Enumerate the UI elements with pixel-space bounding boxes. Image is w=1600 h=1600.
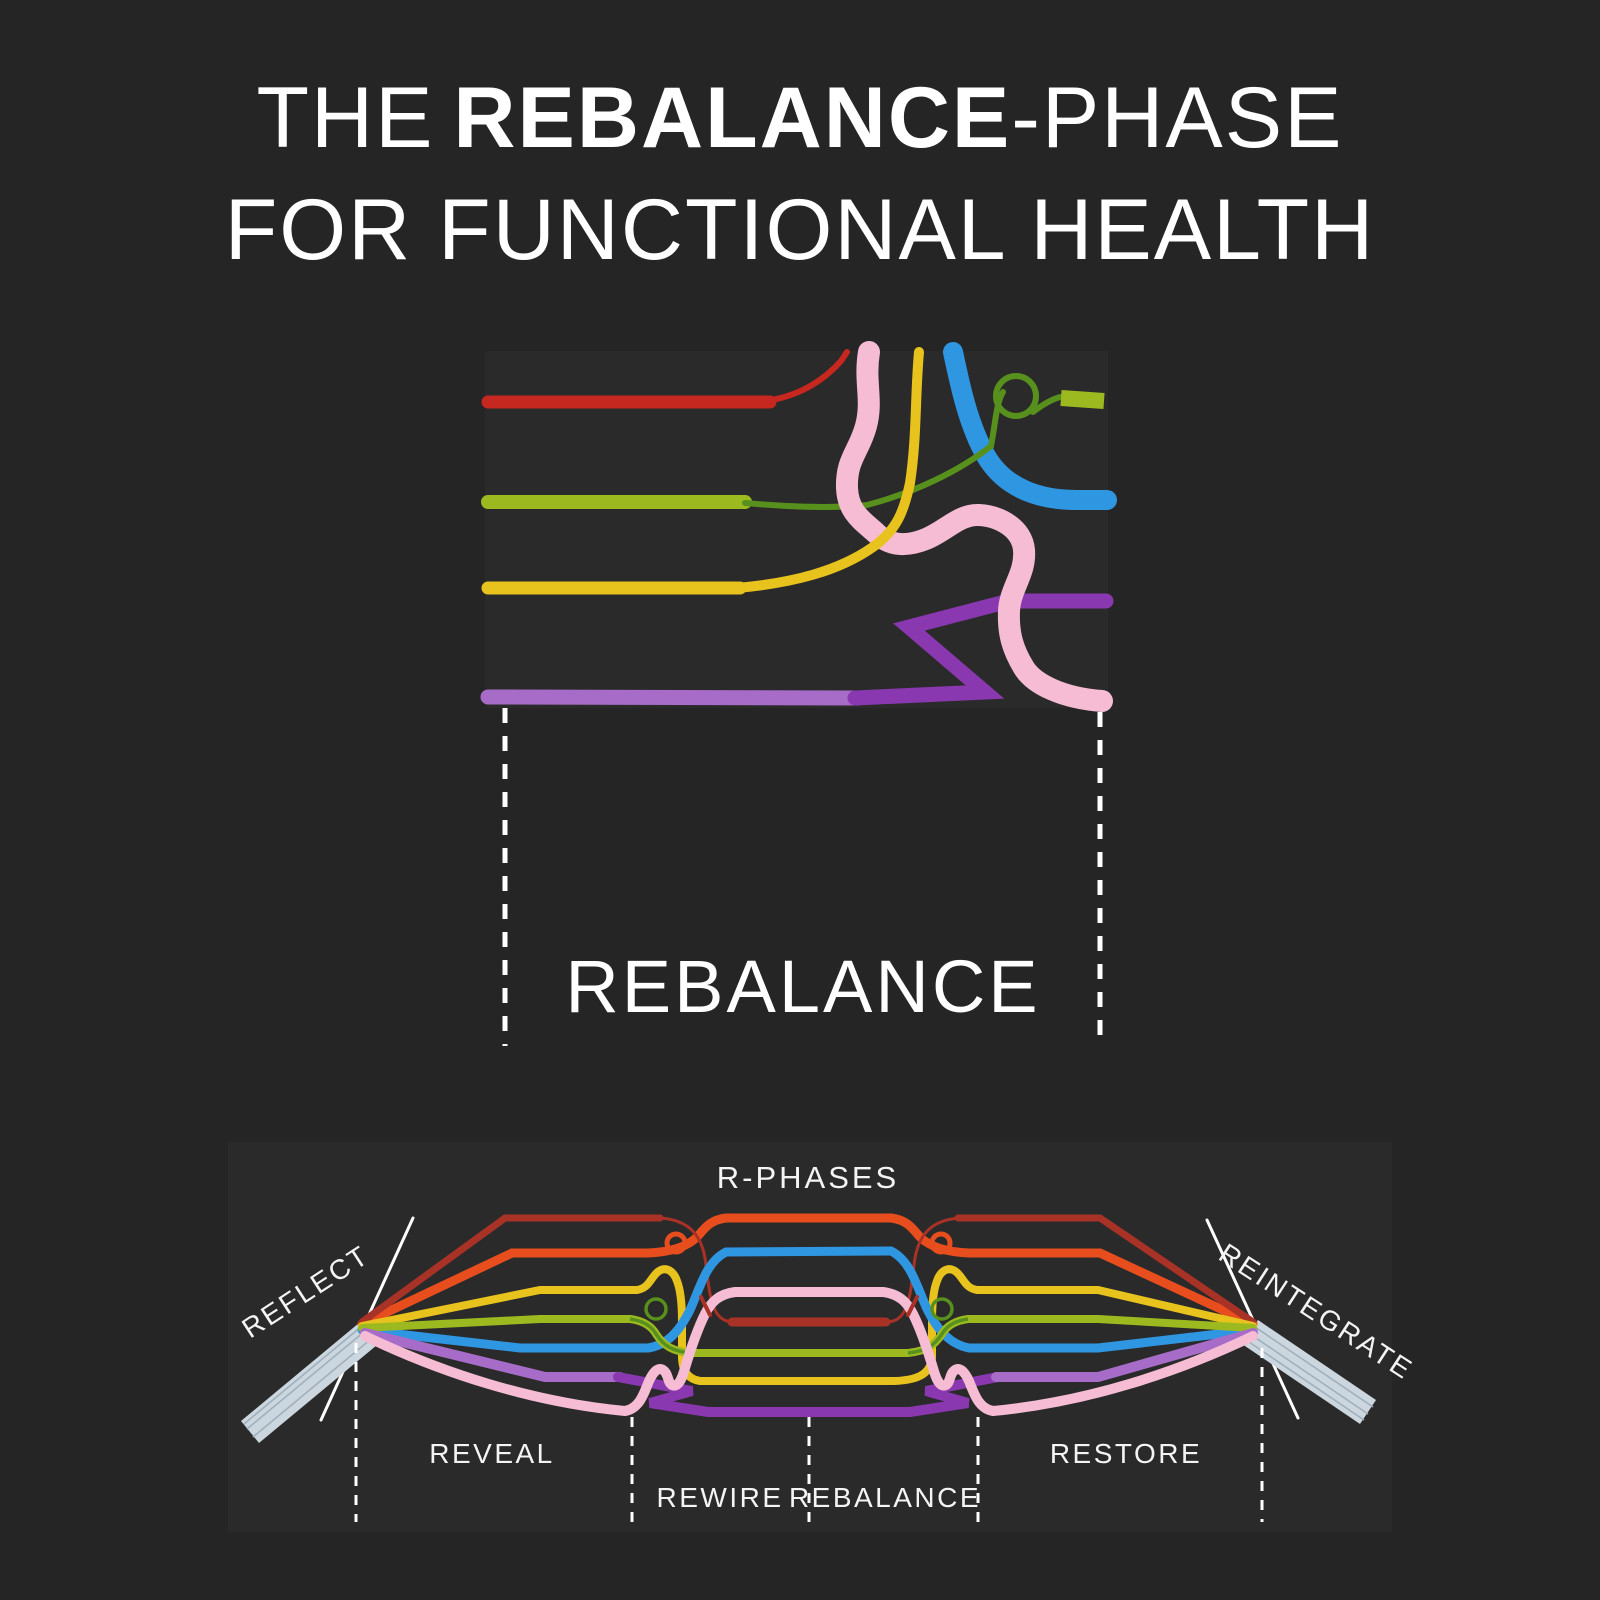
bottom-yellow-strand [358, 1265, 1257, 1385]
bottom-red-thread-left [659, 1216, 735, 1324]
title-line1-post: -PHASE [1011, 70, 1344, 166]
focus-label-rebalance: REBALANCE [565, 945, 1041, 1028]
top-blue-line [943, 342, 1117, 510]
bottom-pink-strand [360, 1287, 1258, 1417]
bottom-green-thread-right [907, 1317, 969, 1355]
left-cable-braid-lines [243, 1325, 372, 1438]
bottom-green-loop-right [930, 1297, 954, 1321]
title-line1-pre: THE [256, 70, 435, 166]
top-purple-zigzag [847, 593, 1114, 706]
title-line1-bold: REBALANCE [453, 70, 1012, 166]
timeline-heading: R-PHASES [716, 1160, 900, 1195]
bottom-green-thread-left [629, 1317, 691, 1355]
phase-label-reveal: REVEAL [429, 1438, 555, 1469]
top-green-thread-end [1030, 394, 1063, 415]
right-cable-body [1242, 1320, 1376, 1424]
left-cable-body [241, 1323, 377, 1443]
bottom-purple-strand-left [360, 1328, 625, 1382]
top-green-loop [993, 373, 1039, 419]
bottom-red-strand-left [358, 1214, 664, 1326]
phase-label-rebalance: REBALANCE [788, 1482, 982, 1513]
right-cable-braid-lines [1245, 1326, 1374, 1421]
top-green-stub [1060, 390, 1105, 409]
bottom-purple-strand-right [991, 1328, 1258, 1382]
bottom-red-thread-right [885, 1216, 961, 1324]
bottom-green-loop-left [644, 1297, 668, 1321]
phase-label-restore: RESTORE [1049, 1438, 1203, 1469]
bottom-orange-curl-right [929, 1231, 953, 1255]
bottom-red-strand-right [954, 1214, 1257, 1326]
right-cable [1242, 1320, 1376, 1424]
bottom-purple-zigzag [613, 1372, 1003, 1417]
bottom-orange-curl-left [664, 1231, 688, 1255]
bottom-orange-strand [357, 1213, 1258, 1329]
top-purple-line [480, 689, 866, 706]
left-cable [241, 1323, 377, 1443]
top-red-line-curl [763, 349, 850, 404]
bottom-red-crossing-ticks [699, 1295, 919, 1317]
top-yellow-curve [732, 347, 924, 593]
top-pink-line [835, 341, 1113, 712]
phase-label-rewire: REWIRE [656, 1482, 784, 1513]
title-line-2: FOR FUNCTIONAL HEALTH [224, 182, 1376, 278]
